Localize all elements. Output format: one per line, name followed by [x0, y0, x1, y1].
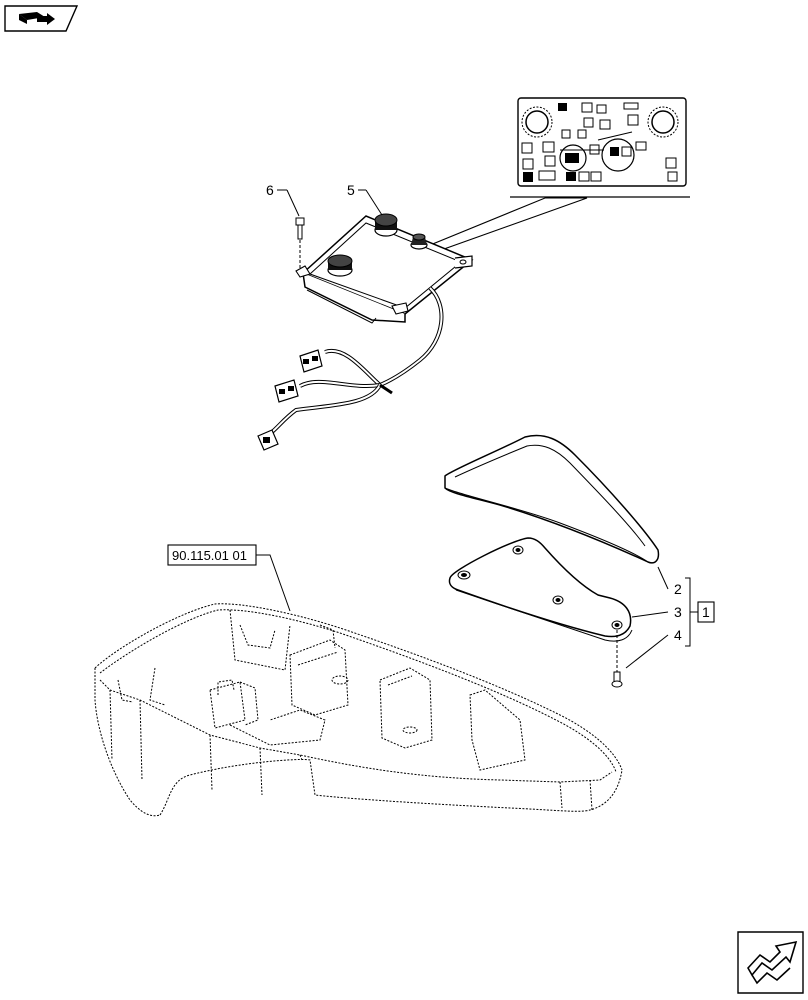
callout-1: 1	[702, 604, 710, 620]
screw-6	[295, 217, 305, 268]
knob-small	[410, 233, 428, 250]
reference-box[interactable]: 90.115.01 01	[167, 544, 257, 566]
console-housing	[94, 603, 623, 817]
callout-5: 5	[347, 182, 355, 198]
next-page-arrow-icon[interactable]	[737, 931, 804, 994]
wiring-harness	[270, 286, 444, 434]
connector-2	[274, 379, 299, 403]
mounting-plate	[448, 537, 633, 642]
reference-label[interactable]: 90.115.01 01	[172, 548, 247, 563]
callout-2: 2	[674, 581, 682, 597]
armrest-cover	[444, 434, 660, 564]
control-panel-decal	[517, 97, 687, 187]
knob-large	[374, 213, 398, 237]
callout-3: 3	[674, 604, 682, 620]
callout-6: 6	[266, 182, 274, 198]
screw-4	[611, 630, 623, 688]
callout-4: 4	[674, 627, 682, 643]
control-panel	[295, 213, 474, 324]
knob-front	[327, 254, 353, 277]
book-arrow-icon[interactable]	[4, 5, 79, 32]
connector-1	[299, 349, 323, 373]
connector-3	[257, 429, 279, 451]
group-box	[697, 601, 715, 623]
